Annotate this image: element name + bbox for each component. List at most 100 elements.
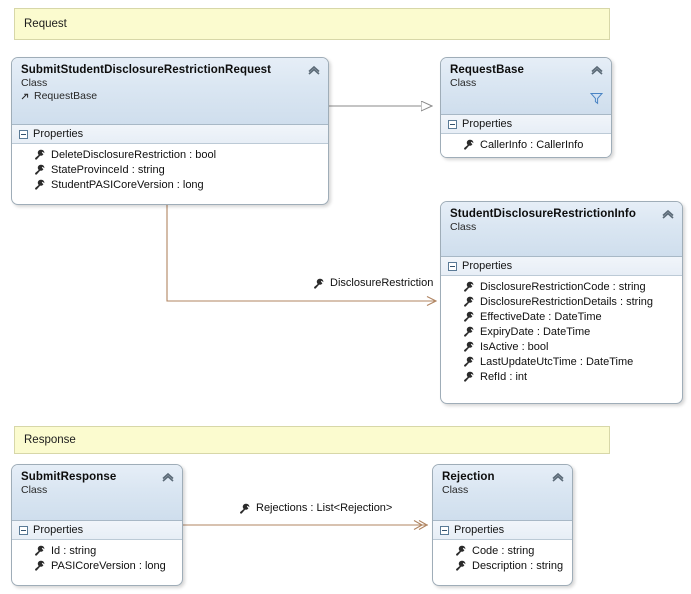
expander-minus-icon[interactable] xyxy=(440,525,449,535)
compartment-properties[interactable]: Properties xyxy=(12,521,182,540)
property-wrench-icon xyxy=(464,341,474,352)
member-label: LastUpdateUtcTime : DateTime xyxy=(480,355,634,368)
member-label: CallerInfo : CallerInfo xyxy=(480,138,584,151)
member-row[interactable]: EffectiveDate : DateTime xyxy=(441,309,682,324)
expander-minus-icon[interactable] xyxy=(19,129,28,139)
member-list: DisclosureRestrictionCode : string Discl… xyxy=(441,276,682,389)
class-title: RequestBase xyxy=(450,64,524,76)
association-label-text: Rejections : List<Rejection> xyxy=(256,502,393,514)
response-banner-label: Response xyxy=(24,434,76,446)
member-row[interactable]: Description : string xyxy=(433,558,572,573)
member-row[interactable]: DisclosureRestrictionCode : string xyxy=(441,279,682,294)
property-wrench-icon xyxy=(35,164,45,175)
member-label: Code : string xyxy=(472,544,535,557)
compartment-properties[interactable]: Properties xyxy=(441,115,611,134)
class-header: RequestBase Class xyxy=(441,58,611,115)
member-label: IsActive : bool xyxy=(480,340,549,353)
collapse-chevron-icon[interactable] xyxy=(590,64,604,76)
class-stereotype: Class xyxy=(442,484,469,496)
class-header: StudentDisclosureRestrictionInfo Class xyxy=(441,202,682,257)
filter-funnel-icon[interactable] xyxy=(590,92,603,105)
collapse-chevron-icon[interactable] xyxy=(161,471,175,483)
class-stereotype: Class xyxy=(450,221,477,233)
collapse-chevron-icon[interactable] xyxy=(551,471,565,483)
class-stereotype: Class xyxy=(21,484,48,496)
member-row[interactable]: Code : string xyxy=(433,543,572,558)
class-request-base[interactable]: RequestBase Class Properties CallerInfo … xyxy=(440,57,612,158)
class-header: SubmitResponse Class xyxy=(12,465,182,521)
member-label: PASICoreVersion : long xyxy=(51,559,166,572)
member-row[interactable]: CallerInfo : CallerInfo xyxy=(441,137,611,152)
request-banner[interactable]: Request xyxy=(14,8,610,40)
property-wrench-icon xyxy=(464,296,474,307)
expander-minus-icon[interactable] xyxy=(448,261,457,271)
property-wrench-icon xyxy=(240,503,250,514)
compartment-properties[interactable]: Properties xyxy=(433,521,572,540)
class-title: StudentDisclosureRestrictionInfo xyxy=(450,208,636,220)
member-list: CallerInfo : CallerInfo xyxy=(441,134,611,157)
property-wrench-icon xyxy=(464,311,474,322)
class-submit-student-disclosure-restriction-request[interactable]: SubmitStudentDisclosureRestrictionReques… xyxy=(11,57,329,205)
request-banner-label: Request xyxy=(24,18,67,30)
compartment-label: Properties xyxy=(454,524,505,536)
class-student-disclosure-restriction-info[interactable]: StudentDisclosureRestrictionInfo Class P… xyxy=(440,201,683,404)
compartment-properties[interactable]: Properties xyxy=(12,125,328,144)
member-row[interactable]: DeleteDisclosureRestriction : bool xyxy=(12,147,328,162)
class-header: SubmitStudentDisclosureRestrictionReques… xyxy=(12,58,328,125)
compartment-label: Properties xyxy=(33,128,84,140)
class-stereotype: Class xyxy=(450,77,477,89)
member-row[interactable]: StateProvinceId : string xyxy=(12,162,328,177)
member-label: DisclosureRestrictionDetails : string xyxy=(480,295,653,308)
association-label-rejections[interactable]: Rejections : List<Rejection> xyxy=(239,502,392,514)
member-row[interactable]: Id : string xyxy=(12,543,182,558)
member-row[interactable]: IsActive : bool xyxy=(441,339,682,354)
member-row[interactable]: RefId : int xyxy=(441,369,682,384)
property-wrench-icon xyxy=(464,356,474,367)
member-label: StudentPASICoreVersion : long xyxy=(51,178,204,191)
class-submit-response[interactable]: SubmitResponse Class Properties Id : str… xyxy=(11,464,183,586)
property-wrench-icon xyxy=(456,545,466,556)
expander-minus-icon[interactable] xyxy=(448,119,457,129)
property-wrench-icon xyxy=(456,560,466,571)
member-label: StateProvinceId : string xyxy=(51,163,165,176)
member-label: EffectiveDate : DateTime xyxy=(480,310,602,323)
member-label: DisclosureRestrictionCode : string xyxy=(480,280,646,293)
property-wrench-icon xyxy=(464,326,474,337)
member-label: Id : string xyxy=(51,544,97,557)
collapse-chevron-icon[interactable] xyxy=(661,208,675,220)
member-label: RefId : int xyxy=(480,370,528,383)
member-row[interactable]: PASICoreVersion : long xyxy=(12,558,182,573)
member-label: Description : string xyxy=(472,559,564,572)
class-title: SubmitStudentDisclosureRestrictionReques… xyxy=(21,64,272,76)
member-label: ExpiryDate : DateTime xyxy=(480,325,591,338)
collapse-chevron-icon[interactable] xyxy=(307,64,321,76)
association-label-disclosure-restriction[interactable]: DisclosureRestriction xyxy=(313,277,433,289)
property-wrench-icon xyxy=(464,139,474,150)
member-list: DeleteDisclosureRestriction : bool State… xyxy=(12,144,328,197)
class-title: Rejection xyxy=(442,471,495,483)
inheritance-arrow-icon xyxy=(21,93,29,99)
class-base-class: RequestBase xyxy=(21,90,320,103)
class-base-class-label: RequestBase xyxy=(34,90,98,102)
member-list: Code : string Description : string xyxy=(433,540,572,578)
class-rejection[interactable]: Rejection Class Properties Code : string… xyxy=(432,464,573,586)
property-wrench-icon xyxy=(35,179,45,190)
member-label: DeleteDisclosureRestriction : bool xyxy=(51,148,217,161)
compartment-properties[interactable]: Properties xyxy=(441,257,682,276)
member-row[interactable]: ExpiryDate : DateTime xyxy=(441,324,682,339)
property-wrench-icon xyxy=(464,281,474,292)
member-list: Id : string PASICoreVersion : long xyxy=(12,540,182,578)
compartment-label: Properties xyxy=(462,260,513,272)
expander-minus-icon[interactable] xyxy=(19,525,28,535)
property-wrench-icon xyxy=(464,371,474,382)
member-row[interactable]: LastUpdateUtcTime : DateTime xyxy=(441,354,682,369)
property-wrench-icon xyxy=(35,560,45,571)
class-stereotype: Class xyxy=(21,77,48,89)
class-header: Rejection Class xyxy=(433,465,572,521)
property-wrench-icon xyxy=(35,545,45,556)
member-row[interactable]: StudentPASICoreVersion : long xyxy=(12,177,328,192)
compartment-label: Properties xyxy=(33,524,84,536)
association-label-text: DisclosureRestriction xyxy=(330,277,434,289)
member-row[interactable]: DisclosureRestrictionDetails : string xyxy=(441,294,682,309)
response-banner[interactable]: Response xyxy=(14,426,610,454)
